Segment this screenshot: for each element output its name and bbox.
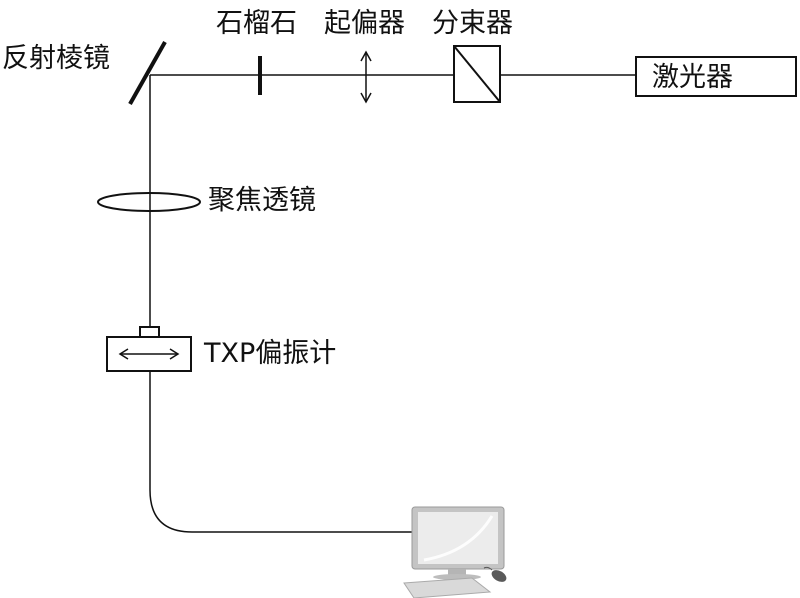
focusing-lens xyxy=(97,192,201,212)
laser-label: 激光器 xyxy=(652,62,733,93)
txp-polarimeter xyxy=(106,326,192,372)
polarizer-symbol xyxy=(360,50,372,104)
polarizer-label: 起偏器 xyxy=(324,8,405,39)
computer-monitor xyxy=(411,506,505,580)
reflecting-prism xyxy=(128,41,167,105)
beam-splitter xyxy=(453,45,501,103)
txp-polarimeter-label: TXP偏振计 xyxy=(204,338,337,369)
computer-keyboard xyxy=(403,577,492,598)
garnet-label: 石榴石 xyxy=(216,8,297,39)
laser-box xyxy=(635,56,797,97)
beam-splitter-label: 分束器 xyxy=(432,8,513,39)
reflecting-prism-label: 反射棱镜 xyxy=(2,43,110,74)
data-cable xyxy=(149,371,412,533)
focusing-lens-label: 聚焦透镜 xyxy=(208,185,316,216)
computer-mouse xyxy=(483,566,507,582)
polarimeter-arrow xyxy=(118,348,180,360)
